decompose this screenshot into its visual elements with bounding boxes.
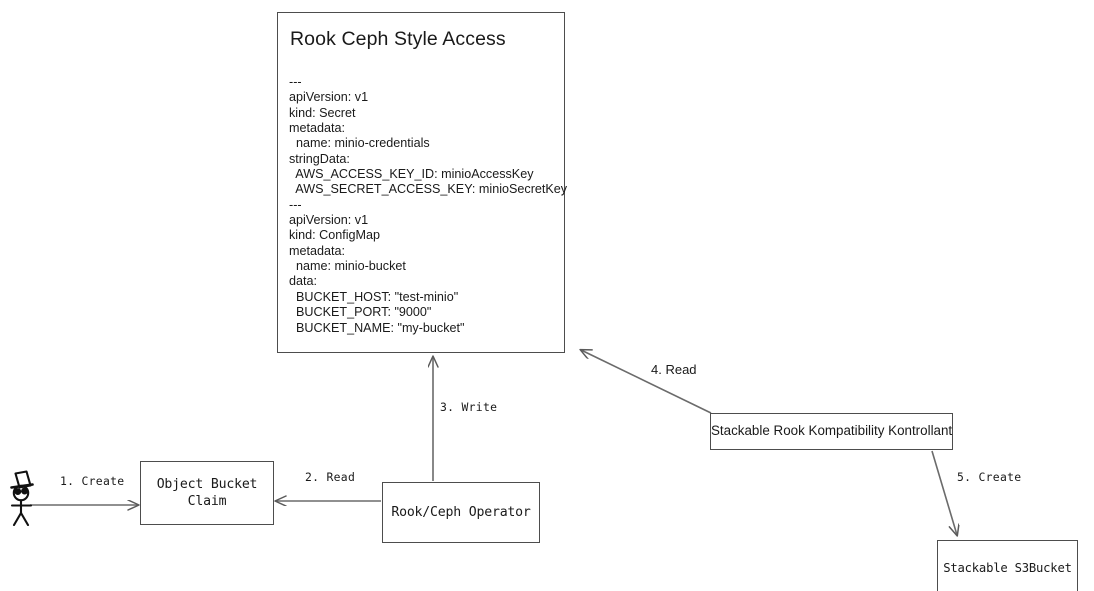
yaml-card-body: --- apiVersion: v1 kind: Secret metadata… <box>289 75 568 335</box>
rook-ceph-operator-label: Rook/Ceph Operator <box>391 505 531 520</box>
edge-5-create-arrow <box>931 450 957 535</box>
stackable-s3bucket-label: Stackable S3Bucket <box>943 561 1072 575</box>
node-stackable-s3bucket: Stackable S3Bucket <box>937 540 1078 591</box>
node-rook-ceph-operator: Rook/Ceph Operator <box>382 482 540 543</box>
node-stackable-rook-kompatibility-kontrollant: Stackable Rook Kompatibility Kontrollant <box>710 413 953 450</box>
yaml-card-title: Rook Ceph Style Access <box>290 28 506 50</box>
object-bucket-claim-label: Object Bucket Claim <box>156 477 258 509</box>
edge-label-2-read: 2. Read <box>305 470 356 484</box>
edge-label-5-create: 5. Create <box>957 470 1022 484</box>
edge-label-3-write: 3. Write <box>440 400 498 414</box>
edge-label-4-read: 4. Read <box>651 362 697 377</box>
rook-ceph-style-access-card: Rook Ceph Style Access --- apiVersion: v… <box>277 12 568 353</box>
edge-label-1-create: 1. Create <box>60 474 125 488</box>
node-object-bucket-claim: Object Bucket Claim <box>140 461 274 525</box>
edge-4-read-arrow <box>581 350 712 414</box>
stick-figure-with-top-hat-icon <box>10 470 34 527</box>
kontrollant-label: Stackable Rook Kompatibility Kontrollant <box>711 423 953 438</box>
actor-node <box>4 470 46 527</box>
